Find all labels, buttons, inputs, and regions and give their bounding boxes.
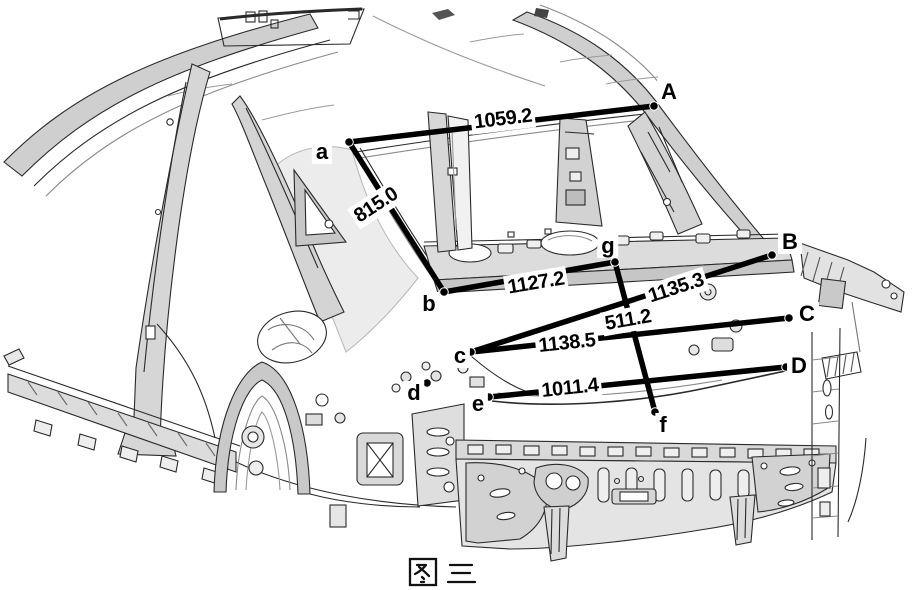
point-label-D: D (787, 354, 811, 378)
measurement-value-e-D: 1011.4 (537, 372, 603, 404)
figure-caption: 图三 (408, 556, 488, 590)
point-label-b: b (418, 292, 440, 316)
measurement-value-b-g: 1127.2 (502, 265, 570, 301)
c-pillar-and-quarter (231, 95, 449, 364)
measurement-value-c-B: 1135.3 (642, 266, 710, 310)
left-side-structure (3, 63, 457, 508)
rear-panel (455, 439, 837, 562)
point-dot-C (784, 313, 794, 323)
point-label-f: f (655, 413, 671, 437)
point-dot-B (767, 250, 777, 260)
point-label-e: e (467, 392, 489, 416)
measurement-value-a-b: 815.0 (347, 180, 405, 230)
point-label-a: a (311, 140, 333, 164)
measurement-value-a-A: 1059.2 (469, 103, 537, 135)
point-label-d: d (403, 381, 425, 405)
measurement-value-g-f: 511.2 (600, 303, 656, 337)
point-dot-A (649, 101, 659, 111)
point-label-c: c (449, 344, 471, 368)
measurement-line-c-C (470, 315, 790, 355)
measurement-line-c-B (470, 252, 773, 355)
measurement-line-a-b (346, 140, 447, 294)
point-dot-a (344, 137, 354, 147)
point-label-g: g (597, 234, 619, 258)
measurement-value-c-C: 1138.5 (534, 327, 600, 359)
wheel-arch-area (213, 361, 465, 528)
right-rear-quarter (785, 237, 905, 540)
caption-glyphs (408, 557, 477, 587)
point-label-A: A (657, 80, 681, 104)
point-label-B: B (778, 230, 802, 254)
point-label-C: C (795, 302, 819, 326)
rear-window-inner (427, 111, 791, 405)
